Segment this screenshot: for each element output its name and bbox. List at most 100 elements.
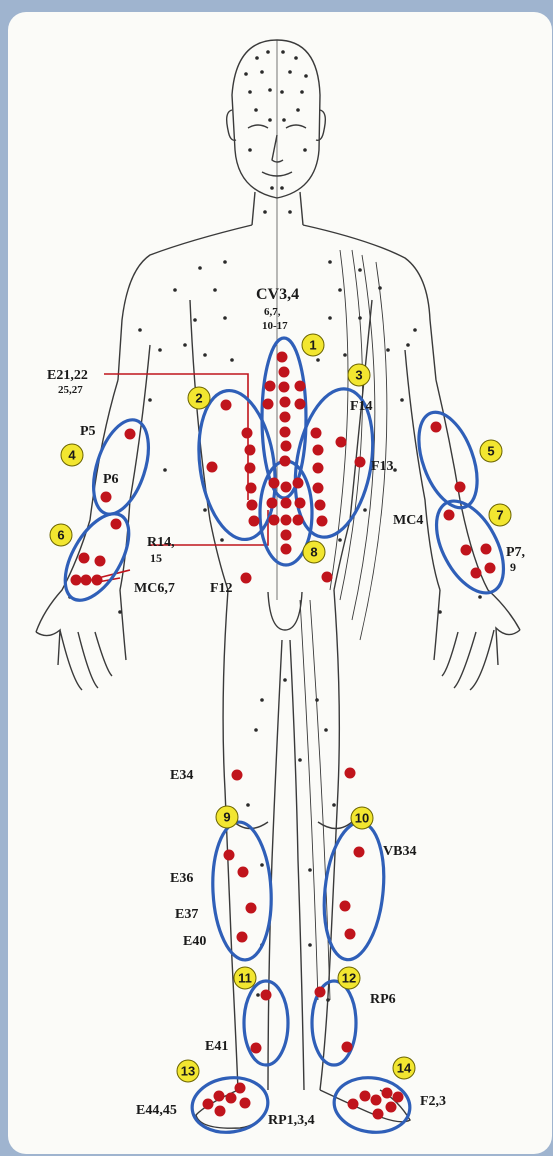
badge-number: 7 <box>496 508 503 523</box>
minor-point-51 <box>203 508 207 512</box>
red-point-70 <box>203 1099 214 1110</box>
badge-number: 10 <box>355 811 369 826</box>
red-point-60 <box>238 867 249 878</box>
red-point-15 <box>245 463 256 474</box>
minor-point-21 <box>263 210 267 214</box>
label-cv: CV3,4 <box>256 286 299 303</box>
badge-number: 3 <box>355 368 362 383</box>
red-point-5 <box>280 412 291 423</box>
minor-point-26 <box>358 268 362 272</box>
label-cv-3: 10-17 <box>262 320 288 332</box>
red-point-66 <box>261 990 272 1001</box>
minor-point-4 <box>294 56 298 60</box>
minor-point-50 <box>338 538 342 542</box>
minor-point-24 <box>223 260 227 264</box>
red-point-9 <box>265 381 276 392</box>
red-point-68 <box>315 987 326 998</box>
badge-11: 11 <box>234 967 256 989</box>
red-point-43 <box>79 553 90 564</box>
badge-number: 2 <box>195 391 202 406</box>
red-point-8 <box>280 456 291 467</box>
red-point-52 <box>481 544 492 555</box>
red-point-30 <box>281 482 292 493</box>
red-point-81 <box>373 1109 384 1120</box>
red-point-45 <box>71 575 82 586</box>
red-point-10 <box>263 399 274 410</box>
red-point-65 <box>345 929 356 940</box>
red-point-23 <box>315 500 326 511</box>
minor-point-46 <box>230 358 234 362</box>
minor-point-37 <box>386 348 390 352</box>
red-point-13 <box>242 428 253 439</box>
red-point-80 <box>386 1102 397 1113</box>
minor-point-69 <box>118 610 122 614</box>
minor-point-30 <box>378 286 382 290</box>
red-point-72 <box>226 1093 237 1104</box>
minor-point-25 <box>328 260 332 264</box>
red-point-42 <box>111 519 122 530</box>
minor-point-15 <box>268 118 272 122</box>
minor-point-31 <box>193 318 197 322</box>
label-e4445: E44,45 <box>136 1103 177 1118</box>
red-point-44 <box>95 556 106 567</box>
red-point-1 <box>277 352 288 363</box>
minor-point-16 <box>282 118 286 122</box>
red-point-79 <box>382 1088 393 1099</box>
red-point-54 <box>485 563 496 574</box>
minor-point-1 <box>255 56 259 60</box>
badge-number: 13 <box>181 1064 195 1079</box>
red-point-7 <box>281 441 292 452</box>
minor-point-57 <box>246 803 250 807</box>
minor-point-32 <box>223 316 227 320</box>
minor-point-47 <box>316 358 320 362</box>
minor-point-2 <box>266 50 270 54</box>
badge-14: 14 <box>393 1057 415 1079</box>
red-point-24 <box>317 516 328 527</box>
minor-point-9 <box>248 90 252 94</box>
minor-point-49 <box>220 538 224 542</box>
badge-1: 1 <box>302 334 324 356</box>
label-vb34: VB34 <box>383 844 416 859</box>
red-point-74 <box>240 1098 251 1109</box>
red-point-3 <box>279 382 290 393</box>
minor-point-58 <box>332 803 336 807</box>
minor-point-60 <box>298 758 302 762</box>
badge-10: 10 <box>351 807 373 829</box>
minor-point-66 <box>326 998 330 1002</box>
red-point-57 <box>232 770 243 781</box>
label-mc4: MC4 <box>393 513 423 528</box>
red-point-34 <box>295 498 306 509</box>
minor-point-55 <box>315 698 319 702</box>
badge-3: 3 <box>348 364 370 386</box>
label-f14: F14 <box>350 399 373 414</box>
minor-point-5 <box>244 72 248 76</box>
red-point-40 <box>125 429 136 440</box>
red-point-48 <box>431 422 442 433</box>
red-point-12 <box>295 399 306 410</box>
red-point-4 <box>280 397 291 408</box>
badge-8: 8 <box>303 541 325 563</box>
minor-point-68 <box>478 595 482 599</box>
label-p5: P5 <box>80 424 96 439</box>
minor-point-33 <box>328 316 332 320</box>
label-e36: E36 <box>170 871 193 886</box>
minor-point-23 <box>198 266 202 270</box>
red-point-53 <box>471 568 482 579</box>
minor-point-12 <box>300 90 304 94</box>
red-point-17 <box>247 500 258 511</box>
label-rp6: RP6 <box>370 992 396 1007</box>
red-point-25 <box>221 400 232 411</box>
badge-6: 6 <box>50 524 72 546</box>
badge-12: 12 <box>338 967 360 989</box>
red-point-59 <box>224 850 235 861</box>
minor-point-8 <box>304 74 308 78</box>
red-point-77 <box>360 1091 371 1102</box>
red-point-76 <box>348 1099 359 1110</box>
red-point-11 <box>295 381 306 392</box>
red-point-49 <box>455 482 466 493</box>
badge-2: 2 <box>188 387 210 409</box>
red-point-51 <box>461 545 472 556</box>
label-cv-2: 6,7, <box>264 306 281 318</box>
minor-point-43 <box>163 468 167 472</box>
